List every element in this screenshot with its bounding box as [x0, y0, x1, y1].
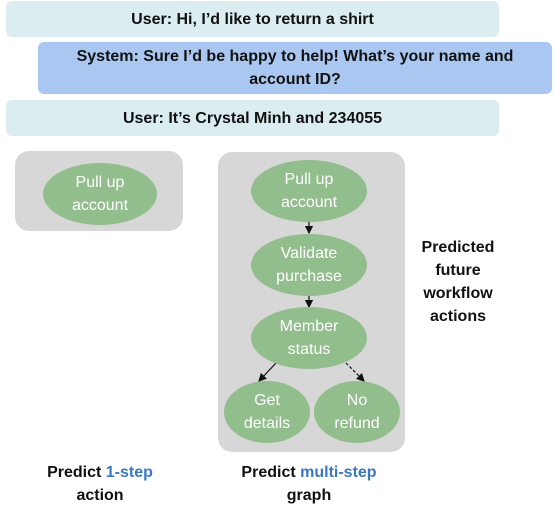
node-validate-label: Validate purchase	[276, 245, 342, 285]
one-step-caption: Predict 1-step action	[30, 461, 170, 507]
side-label-text: Predicted future workflow actions	[421, 239, 495, 325]
one-step-caption-suffix: action	[76, 487, 124, 504]
node-no-refund-label: No refund	[334, 392, 380, 432]
multi-step-node-validate-purchase: Validate purchase	[251, 234, 367, 296]
one-step-node-label: Pull up account	[71, 174, 129, 214]
user-message-1-text: User: Hi, I’d like to return a shirt	[131, 10, 374, 28]
node-pull-up-label: Pull up account	[280, 171, 338, 211]
edge-member-to-get-details	[258, 362, 277, 382]
multi-step-caption-accent: multi-step	[300, 464, 377, 481]
multi-step-caption-prefix: Predict	[241, 464, 296, 481]
user-message-2: User: It’s Crystal Minh and 234055	[6, 100, 499, 136]
multi-step-node-no-refund: No refund	[314, 381, 400, 443]
multi-step-node-get-details: Get details	[224, 381, 310, 443]
node-get-details-label: Get details	[243, 392, 291, 432]
edge-member-to-no-refund	[345, 362, 365, 382]
user-message-2-text: User: It’s Crystal Minh and 234055	[122, 109, 383, 127]
one-step-caption-accent: 1-step	[105, 464, 153, 481]
multi-step-node-pull-up-account: Pull up account	[251, 160, 367, 222]
system-message-text: System: Sure I’d be happy to help! What’…	[76, 48, 514, 88]
multi-step-caption: Predict multi-step graph	[219, 461, 399, 507]
multi-step-caption-suffix: graph	[286, 487, 332, 504]
one-step-caption-prefix: Predict	[47, 464, 102, 481]
multi-step-node-member-status: Member status	[251, 307, 367, 369]
user-message-1: User: Hi, I’d like to return a shirt	[6, 1, 499, 37]
predicted-future-actions-label: Predicted future workflow actions	[408, 236, 508, 328]
node-member-label: Member status	[279, 318, 339, 358]
system-message: System: Sure I’d be happy to help! What’…	[38, 42, 552, 94]
one-step-node-pull-up-account: Pull up account	[43, 163, 157, 225]
